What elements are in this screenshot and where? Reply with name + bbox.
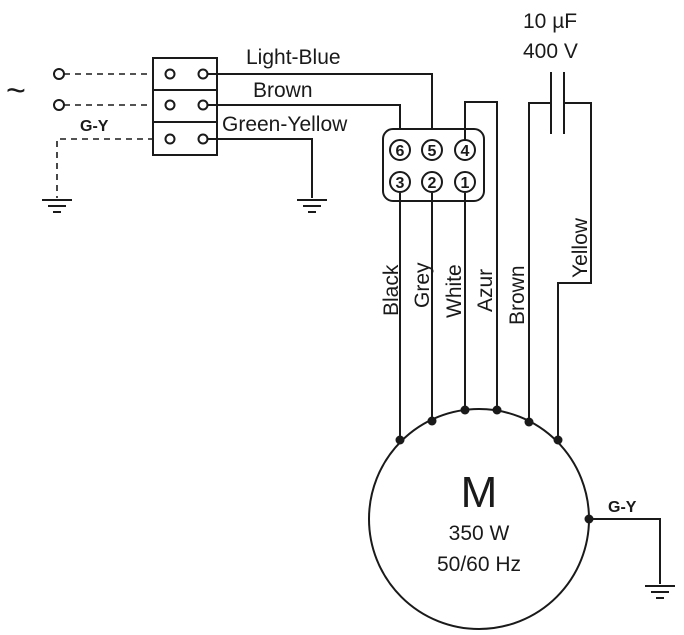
wire-label-white: White <box>443 264 466 318</box>
connector-pin-3: 3 <box>389 171 411 193</box>
motor-ground-line <box>589 518 661 584</box>
motor-ground-label: G-Y <box>608 499 637 516</box>
motor: M 350 W 50/60 Hz G-Y <box>368 408 675 630</box>
wire-label-yellow: Yellow <box>569 217 592 278</box>
supply-ground-icon <box>42 199 72 213</box>
motor-power: 350 W <box>449 522 510 545</box>
svg-text:5: 5 <box>428 143 437 160</box>
svg-text:6: 6 <box>396 143 405 160</box>
motor-frequency: 50/60 Hz <box>437 553 521 576</box>
capacitor-voltage: 400 V <box>523 40 578 63</box>
supply-terminal-n <box>53 99 65 111</box>
motor-wires: Black Grey White Azur Brown Yellow <box>380 101 592 445</box>
connector-pin-2: 2 <box>421 171 443 193</box>
capacitor: 10 µF 400 V <box>523 10 592 440</box>
wire-light-blue <box>208 73 433 142</box>
terminal-screw <box>164 99 176 111</box>
terminal-screw <box>197 68 209 80</box>
svg-text:2: 2 <box>428 175 437 192</box>
block-ground-icon <box>297 199 327 213</box>
junction-dot <box>553 435 563 445</box>
connector-pin-5: 5 <box>421 139 443 161</box>
terminal-screw <box>164 68 176 80</box>
svg-text:4: 4 <box>461 143 470 160</box>
supply-ground-line <box>56 138 165 198</box>
wire-label-grey: Grey <box>411 262 434 308</box>
connector-pin-1: 1 <box>454 171 476 193</box>
wire-green-yellow <box>208 138 313 198</box>
terminal-block <box>152 57 218 156</box>
terminal-screw <box>197 99 209 111</box>
connector-pin-4: 4 <box>454 139 476 161</box>
capacitor-capacitance: 10 µF <box>523 10 577 33</box>
wire-label-black: Black <box>380 264 403 316</box>
capacitor-lead-left <box>528 102 551 422</box>
terminal-screw <box>164 133 176 145</box>
wire-label-brown: Brown <box>253 79 313 102</box>
supply-input: ~ G-Y <box>6 68 165 213</box>
wire-label-light-blue: Light-Blue <box>246 46 341 69</box>
capacitor-icon <box>550 72 565 134</box>
motor-connector: 6 5 4 3 2 1 <box>382 128 485 202</box>
wire-label-azur: Azur <box>474 269 497 312</box>
connector-pin-6: 6 <box>389 139 411 161</box>
supply-ground-label: G-Y <box>80 118 109 135</box>
wire-label-brown-motor: Brown <box>506 265 529 325</box>
terminal-screw <box>197 133 209 145</box>
wire-label-green-yellow: Green-Yellow <box>222 113 348 136</box>
motor-ground-icon <box>645 585 675 599</box>
svg-text:1: 1 <box>461 175 470 192</box>
internal-wiring: Light-Blue Brown Green-Yellow <box>208 46 433 213</box>
junction-dot <box>395 435 405 445</box>
capacitor-lead-right <box>557 102 592 440</box>
ac-symbol: ~ <box>6 72 26 110</box>
supply-terminal-l <box>53 68 65 80</box>
wire-azur <box>464 101 498 410</box>
svg-text:3: 3 <box>396 175 405 192</box>
motor-symbol: M <box>461 468 498 517</box>
